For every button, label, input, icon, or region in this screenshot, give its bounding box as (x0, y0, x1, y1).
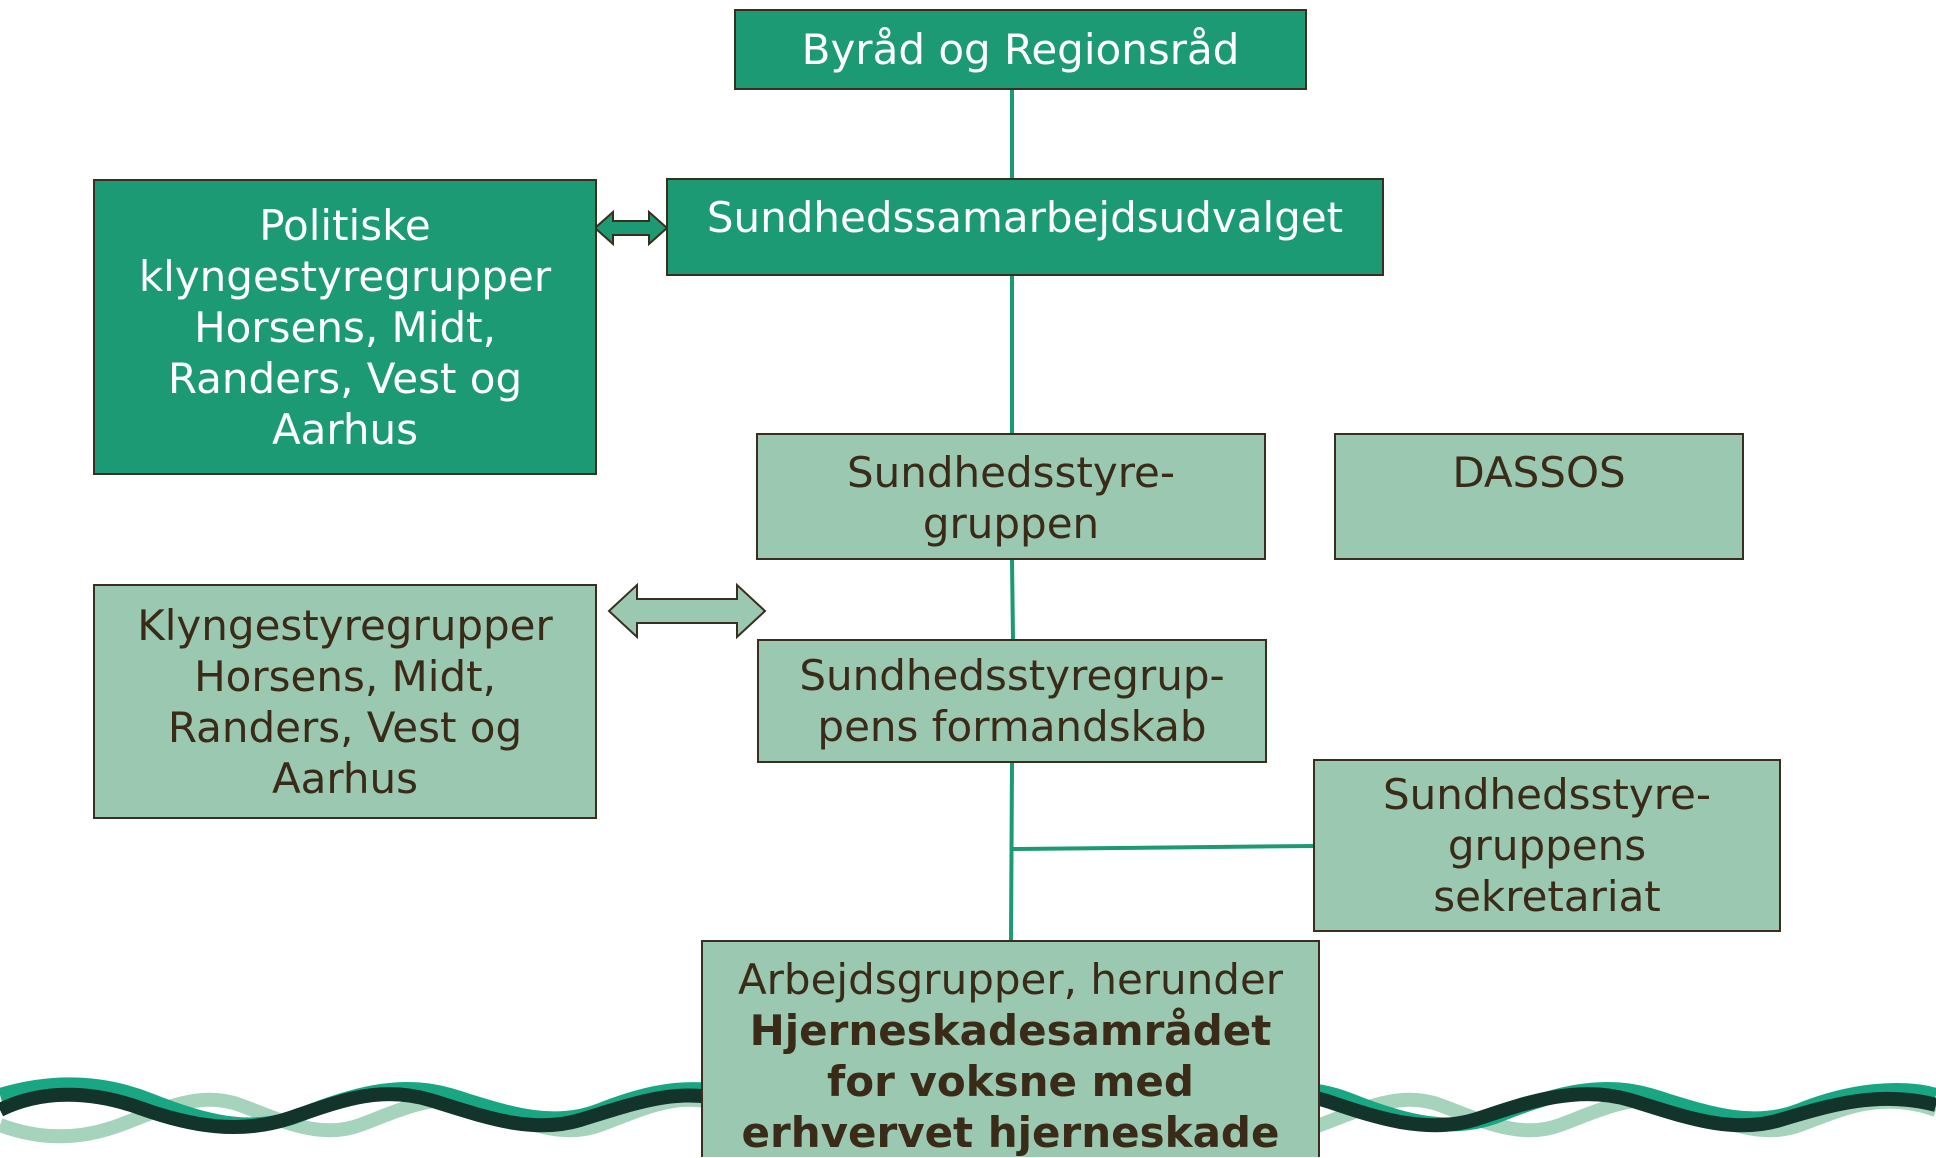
double-arrow-klynge-formandskab (607, 582, 767, 640)
node-sund-line: Sundhedssamarbejdsudvalget (706, 192, 1344, 242)
node-klynge-line: Horsens, Midt, (194, 651, 496, 701)
node-sundhedsstyregruppens-sekretariat: Sundhedsstyre- gruppens sekretariat (1313, 759, 1781, 932)
node-arbejdsgrupper: Arbejdsgrupper, herunder Hjerneskadesamr… (701, 940, 1320, 1157)
node-sundhedsstyregruppens-formandskab: Sundhedsstyregrup- pens formandskab (757, 639, 1267, 763)
node-styregruppen-line: gruppen (922, 499, 1100, 548)
node-sekretariat-line: sekretariat (1433, 872, 1661, 921)
node-klynge-line: Aarhus (271, 753, 419, 803)
node-dassos: DASSOS (1334, 433, 1744, 560)
node-klynge-line: Klyngestyregrupper (137, 600, 553, 650)
connector-styregruppen-to-formandskab (1010, 559, 1015, 640)
node-sekretariat-line: Sundhedsstyre- (1382, 770, 1712, 819)
node-sundhedssamarbejdsudvalget: Sundhedssamarbejdsudvalget (666, 178, 1384, 276)
node-politiske-line: Randers, Vest og (167, 353, 523, 403)
node-politiske-line: Aarhus (271, 404, 419, 454)
node-byraad-og-regionsraad: Byråd og Regionsråd (734, 9, 1307, 90)
node-dassos-line: DASSOS (1452, 448, 1626, 497)
node-byraad-line: Byråd og Regionsråd (801, 25, 1240, 74)
node-politiske-line: Horsens, Midt, (194, 302, 496, 352)
connector-to-sekretariat (1011, 844, 1315, 851)
node-formandskab-line: pens formandskab (817, 702, 1207, 751)
node-klynge-line: Randers, Vest og (167, 702, 523, 752)
node-sundhedsstyregruppen: Sundhedsstyre- gruppen (756, 433, 1266, 560)
node-politiske-klyngestyregrupper: Politiske klyngestyregrupper Horsens, Mi… (93, 179, 597, 475)
node-politiske-line: klyngestyregrupper (138, 251, 552, 301)
node-politiske-line: Politiske (259, 200, 431, 250)
node-arbejdsgrupper-bold-line: for voksne med (827, 1057, 1194, 1106)
connector-formandskab-to-arbejdsgrupper (1009, 762, 1014, 941)
node-arbejdsgrupper-bold-line: erhvervet hjerneskade (741, 1108, 1280, 1157)
node-sekretariat-line: gruppens (1447, 821, 1647, 870)
node-styregruppen-line: Sundhedsstyre- (846, 448, 1176, 497)
node-arbejdsgrupper-intro: Arbejdsgrupper, herunder (737, 955, 1284, 1004)
node-klyngestyregrupper: Klyngestyregrupper Horsens, Midt, Rander… (93, 584, 597, 819)
node-formandskab-line: Sundhedsstyregrup- (799, 651, 1225, 700)
node-arbejdsgrupper-bold-line: Hjerneskadesamrådet (749, 1006, 1272, 1055)
double-arrow-politiske-sund (593, 209, 669, 247)
